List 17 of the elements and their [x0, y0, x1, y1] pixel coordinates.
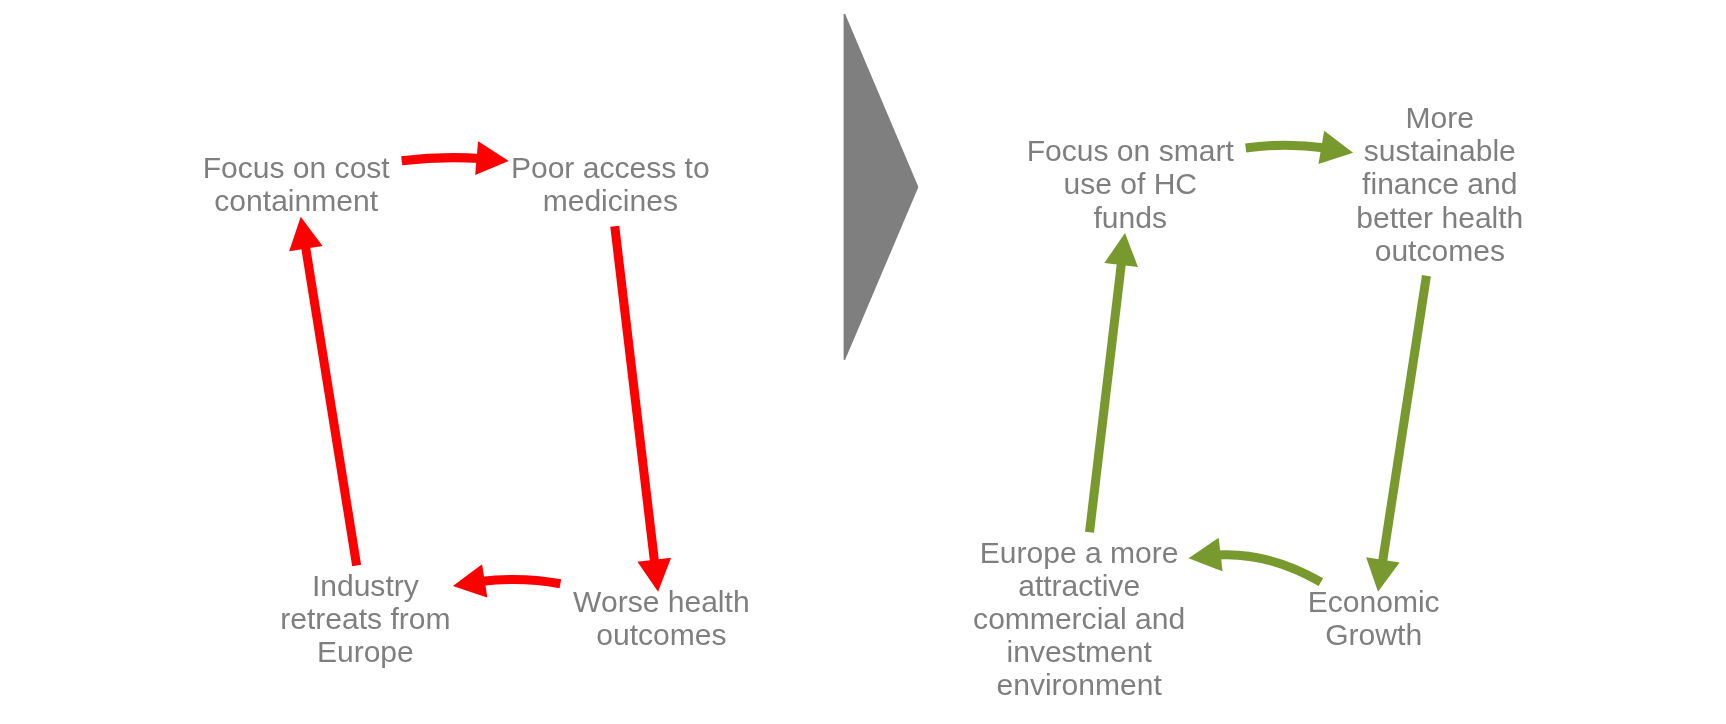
node-triangle: [843, 13, 918, 361]
arrow: [400, 141, 509, 175]
node-text: Industry retreats from Europe: [279, 568, 450, 668]
arrow: [1365, 275, 1431, 592]
arrow: [1084, 233, 1138, 533]
arrow: [1188, 537, 1323, 587]
node-text: Focus on smart use of HC funds: [1026, 134, 1234, 234]
node-text: Poor access to medicines: [510, 150, 710, 217]
arrow: [1244, 130, 1353, 165]
node-text: Europe a more attractive commercial and investment environment: [972, 535, 1185, 701]
arrow: [288, 216, 361, 567]
node-text: More sustainable finance and better health outcomes: [1355, 101, 1523, 267]
node-text: Focus on cost containment: [202, 150, 390, 217]
node-text: Economic Growth: [1307, 585, 1440, 652]
arrow: [452, 564, 561, 598]
arrow: [609, 225, 671, 592]
node-text: Worse health outcomes: [572, 585, 750, 652]
